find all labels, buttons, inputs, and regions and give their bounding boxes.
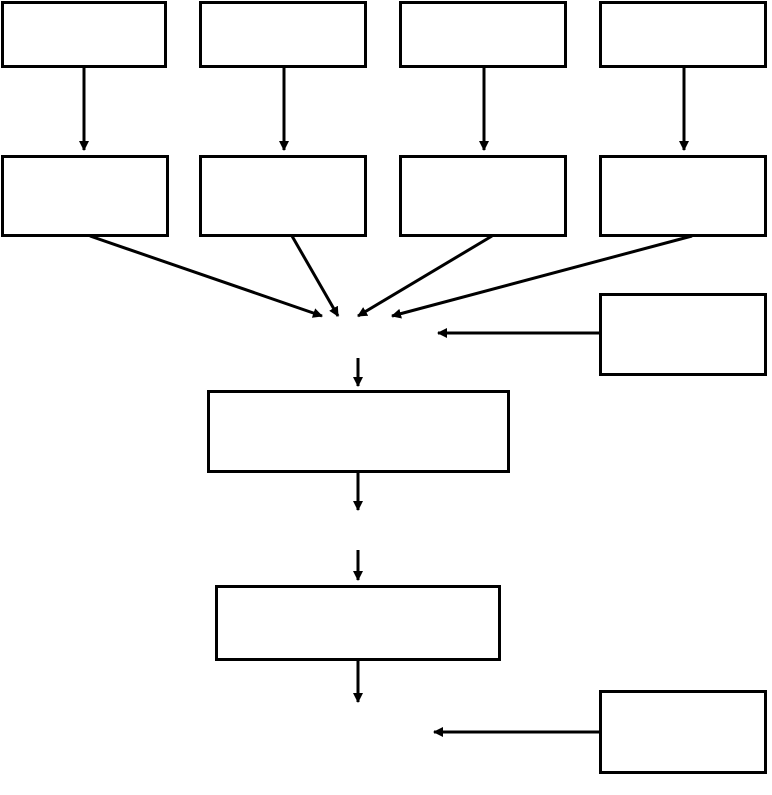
source-box-4: [599, 1, 767, 68]
library-box: [599, 293, 767, 376]
process-box-4: [599, 155, 767, 237]
process-box-3: [399, 155, 567, 237]
arrow-proc3-merge: [357, 234, 493, 318]
process-box-2: [199, 155, 367, 237]
side-input-box: [599, 690, 767, 774]
source-box-3: [399, 1, 567, 68]
source-box-1: [1, 1, 167, 68]
second-program-box: [215, 585, 501, 661]
main-program-box: [207, 390, 510, 473]
arrow-proc2-merge: [290, 235, 340, 317]
source-box-2: [199, 1, 367, 68]
arrow-proc1-merge: [89, 234, 323, 318]
process-box-1: [1, 155, 169, 237]
arrow-proc4-merge: [391, 234, 693, 319]
